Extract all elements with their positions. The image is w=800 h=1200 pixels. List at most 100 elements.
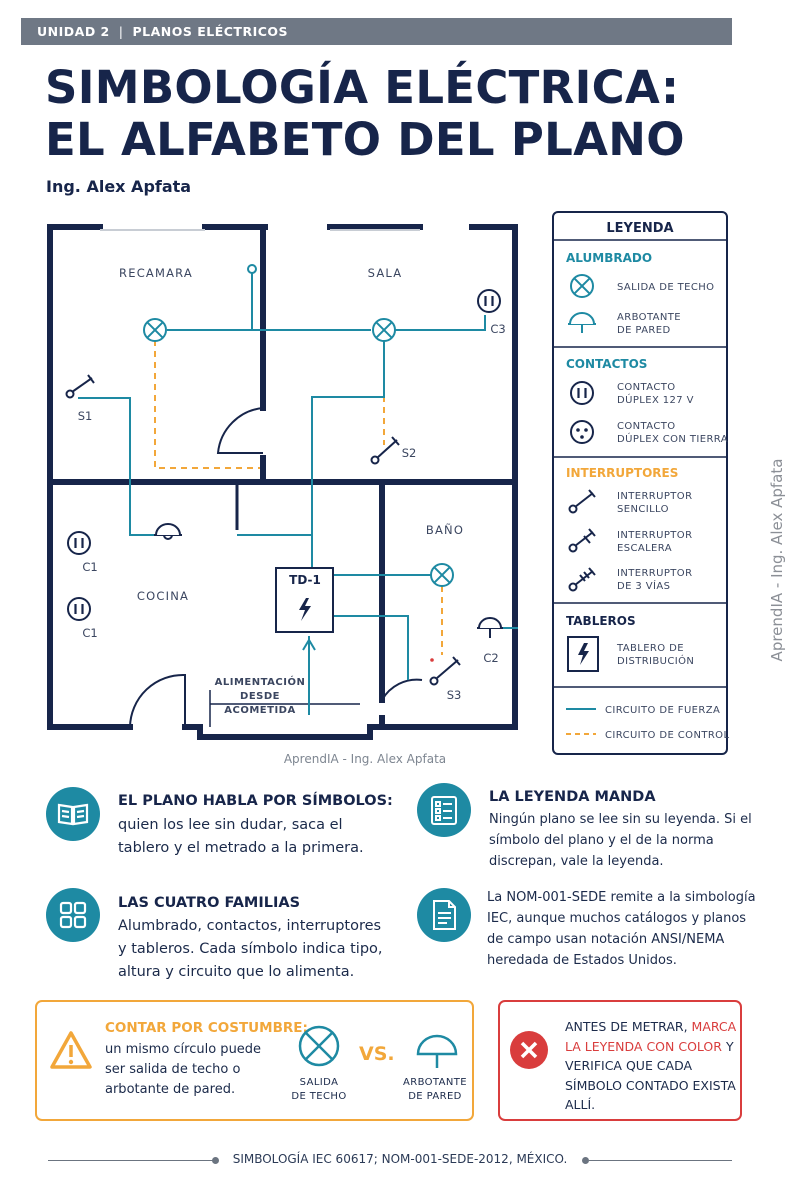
legend-ceiling-outlet-icon [570,274,594,298]
room-label-sala: SALA [368,266,403,280]
legend-item-label: DÚPLEX 127 V [617,393,694,406]
author: Ing. Alex Apfata [46,177,192,196]
label-s1: S1 [78,409,93,423]
alert-box: ANTES DE METRAR, MARCA LA LEYENDA CON CO… [498,1000,742,1121]
switch-icon [370,436,400,465]
legend-item-label: SENCILLO [617,504,669,515]
marker-dot [430,658,434,662]
info-text: La NOM-001-SEDE remite a la simbología I… [487,890,756,968]
feed-arrow [302,638,316,651]
side-credit: AprendIA - Ing. Alex Apfata [768,458,786,662]
legend-three-way-switch-icon [568,567,596,592]
plan-caption: AprendIA - Ing. Alex Apfata [283,752,447,766]
legend-line-label: CIRCUITO DE FUERZA [605,705,720,716]
switch-icon [65,374,95,399]
legend-stair-switch-icon [568,528,596,553]
legend-title: LEYENDA [606,221,673,236]
info-title: LAS CUATRO FAMILIAS [118,895,301,911]
warning-box: CONTAR POR COSTUMBRE: un mismo círculo p… [35,1000,474,1121]
legend-item-label: CONTACTO [617,382,676,393]
legend-section-contactos: CONTACTOS [566,357,647,371]
legend-line-label: CIRCUITO DE CONTROL [605,730,729,741]
legend-wall-lamp-icon [568,312,596,333]
label-c1: C1 [82,560,97,574]
room-label-cocina: COCINA [137,589,189,603]
legend: LEYENDA ALUMBRADO CONTACTOS INTERRUPTORE… [552,211,729,755]
label-s2: S2 [402,446,417,460]
footer-line-right [589,1160,732,1161]
label-c2: C2 [483,651,498,665]
legend-grounded-outlet-icon [570,420,594,444]
legend-item-label: DE PARED [617,325,671,336]
legend-item-label: DE 3 VÍAS [617,579,670,592]
document-icon [417,888,471,942]
footer-dot-left [212,1157,219,1164]
alert-highlight: MARCA LA LEYENDA CON COLOR [565,1019,737,1054]
legend-item-label: SALIDA DE TECHO [617,282,714,293]
wall-details [100,229,423,728]
label-s3: S3 [447,688,462,702]
info-block-leyenda: LA LEYENDA MANDA Ningún plano se lee sin… [417,783,757,873]
book-icon [46,787,100,841]
room-label-bano: BAÑO [426,522,464,537]
title-line-1: SIMBOLOGÍA ELÉCTRICA: [45,61,680,114]
ceiling-outlet-icon [372,318,396,342]
wall-lamp-icon [416,1034,458,1068]
info-text: Alumbrado, contactos, interruptores y ta… [118,918,383,980]
info-title: LA LEYENDA MANDA [489,789,656,805]
close-x-icon [510,1031,548,1069]
title-line-2: EL ALFABETO DEL PLANO [45,113,685,166]
footer-reference: SIMBOLOGÍA IEC 60617; NOM-001-SEDE-2012,… [232,1152,568,1166]
info-text: quien los lee sin dudar, saca el tablero… [118,817,364,856]
label-c3: C3 [490,322,505,336]
warning-icon [50,1031,92,1069]
label-c1: C1 [82,626,97,640]
unit-header-bar: UNIDAD 2|PLANOS ELÉCTRICOS [21,18,732,45]
legend-item-label: CONTACTO [617,421,676,432]
vs-label: VS. [359,1043,395,1065]
duplex-outlet-icon [66,596,92,622]
section-label: PLANOS ELÉCTRICOS [132,24,289,39]
feed-label: ALIMENTACIÓN [215,675,306,688]
legend-item-label: INTERRUPTOR [617,491,692,502]
page-title: SIMBOLOGÍA ELÉCTRICA: EL ALFABETO DEL PL… [45,62,685,166]
info-title: EL PLANO HABLA POR SÍMBOLOS: [118,793,393,809]
junction-icon [247,264,257,274]
legend-item-label: DISTRIBUCIÓN [617,654,694,667]
footer-dot-right [582,1157,589,1164]
floor-plan-diagram: RECAMARA SALA BAÑO COCINA S1 S2 S3 C3 C1… [47,211,729,755]
legend-duplex-outlet-icon [569,380,595,406]
comparison-symbols [298,1025,458,1068]
legend-item-label: DÚPLEX CON TIERRA [617,432,728,445]
unit-label: UNIDAD 2 [37,24,110,39]
duplex-outlet-icon [66,530,92,556]
legend-single-switch-icon [568,489,596,514]
distribution-board-icon [275,567,334,633]
info-text: Ningún plano se lee sin su leyenda. Si e… [489,812,752,869]
warning-text: un mismo círculo puede ser salida de tec… [105,1042,262,1097]
legend-section-tableros: TABLEROS [566,614,636,628]
room-label-recamara: RECAMARA [119,266,193,280]
info-block-norma: La NOM-001-SEDE remite a la simbología I… [417,888,757,978]
feed-label: DESDE [240,691,280,702]
ceiling-outlet-icon [298,1025,340,1067]
duplex-outlet-icon [476,288,502,314]
wall-lamp-icon [477,617,503,638]
legend-distribution-board-icon [567,636,599,672]
legend-item-label: ARBOTANTE [617,312,681,323]
walls [47,224,518,740]
legend-item-label: INTERRUPTOR [617,568,692,579]
ceiling-outlet-icon [430,563,454,587]
power-circuit [78,272,518,715]
legend-item-label: ESCALERA [617,543,672,554]
legend-item-label: TABLERO DE [616,643,684,654]
footer-line-left [48,1160,214,1161]
grid-icon [46,888,100,942]
switch-icon [429,656,461,686]
label-td1: TD-1 [289,573,321,587]
list-icon [417,783,471,837]
legend-section-interruptores: INTERRUPTORES [566,466,678,480]
info-block-familias: LAS CUATRO FAMILIAS Alumbrado, contactos… [46,888,386,980]
